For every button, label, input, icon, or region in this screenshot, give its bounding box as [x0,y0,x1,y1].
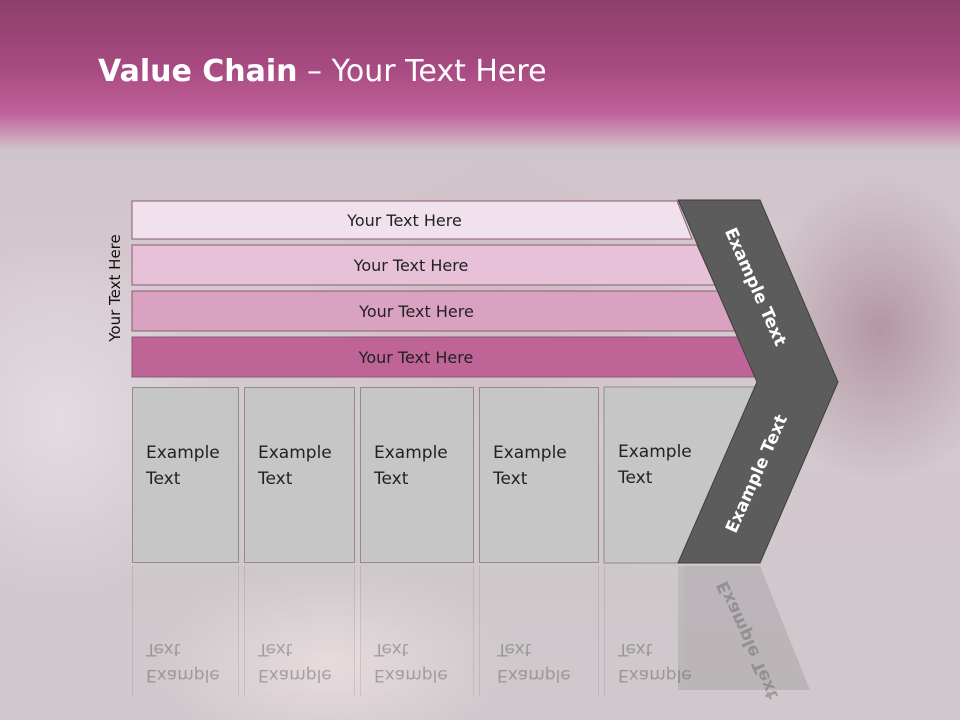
box-3-reflection [360,566,474,696]
title-rest: – Your Text Here [297,54,547,89]
band-2: Your Text Here [132,246,702,284]
box-2-line2: Text [258,469,293,489]
box-5-reflection [604,566,684,696]
band-3-label: Your Text Here [359,301,474,321]
band-1: Your Text Here [132,201,677,239]
band-1-label: Your Text Here [347,210,462,230]
band-4-label: Your Text Here [358,347,474,367]
box-4-line2: Text [493,469,528,489]
box-1-reflection [132,566,239,696]
box-4-line1: Example [493,443,567,463]
box-2-line1: Example [258,443,332,463]
header-bar [0,0,960,150]
box-2-reflection [244,566,355,696]
slide-title: Value Chain – Your Text Here [98,54,547,89]
box-1-line2: Text [146,469,181,489]
band-2-label: Your Text Here [353,255,469,275]
title-bold: Value Chain [98,54,298,89]
chevron-shape [677,199,839,564]
box-3-line1: Example [374,443,448,463]
band-1-shape [131,200,693,240]
box-5-line2: Text [618,468,653,488]
band-3: Your Text Here [132,292,727,330]
box-4-reflection [479,566,599,696]
band-4: Your Text Here [132,338,752,376]
box-5-line1: Example [618,442,692,462]
chevron-reflection [678,566,810,690]
box-1-line1: Example [146,443,220,463]
box-3-line2: Text [374,469,409,489]
